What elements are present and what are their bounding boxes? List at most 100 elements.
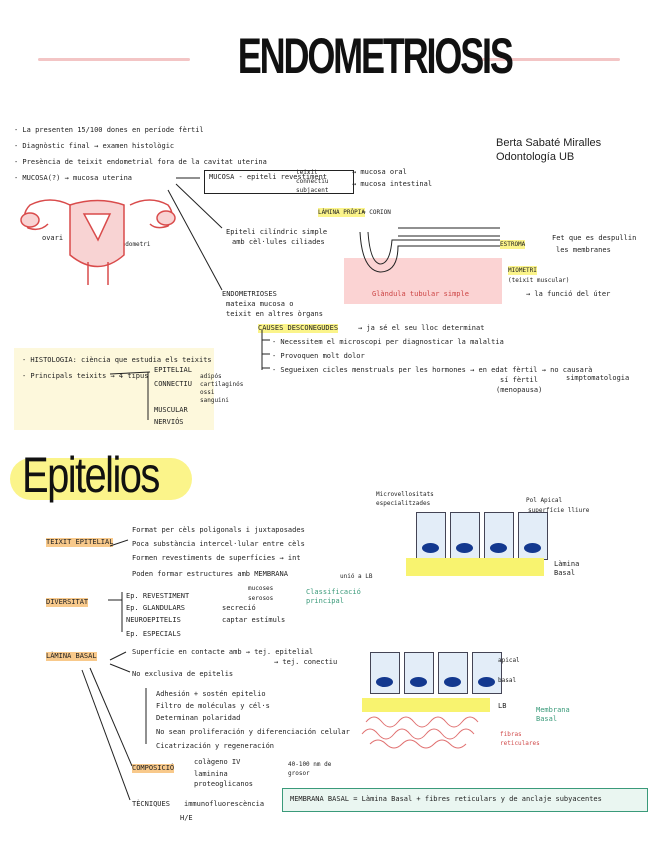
summary-sub-3: ossi [200, 389, 215, 396]
obs-1: - Necessitem el microscopi per diagnosti… [272, 338, 504, 346]
teixit-line-3: Formen revestiments de superfícies → int [132, 554, 301, 562]
basal-note-2: les membranes [556, 246, 611, 254]
teixit-line-1: Format per cèls poligonals i juxtaposade… [132, 526, 305, 534]
summary-branch-nervios: NERVIÓS [154, 418, 184, 426]
epithelial-cell [450, 512, 480, 560]
diagram2-lb: LB [498, 702, 507, 710]
lamina-line-4: Adhesión + sostén epitelio [156, 690, 266, 698]
tubular-gland-label: Glàndula tubular simple [372, 290, 469, 298]
membrana-basal-box [282, 788, 648, 812]
nucleus [444, 677, 461, 687]
lamina-propria: LÀMINA PRÒPIA [318, 208, 365, 217]
tag-teixit-epitelial: TEIXIT EPITELIAL [46, 538, 114, 547]
diversitat-right-4: captar estímuls [222, 616, 286, 624]
basal-lamina-label: Làmina Basal [554, 560, 580, 577]
intro-note-3: - Presència de teixit endometrial fora d… [14, 158, 267, 166]
nucleus [376, 677, 393, 687]
tecnicas-sub: H/E [180, 814, 193, 822]
summary-branch-epitelial: EPITELIAL [154, 366, 192, 374]
epithelium-line-2: amb cèl·lules ciliades [232, 238, 325, 246]
epithelial-cell [472, 652, 502, 694]
author-name: Berta Sabaté Miralles [496, 137, 602, 149]
composicio-right: 40-100 nm de grosor [288, 761, 332, 777]
obs-5: (menopausa) [496, 386, 543, 394]
diagram2-apical: apical [498, 657, 520, 664]
mucosa-box: MUCOSA - epiteli revestiment [204, 170, 354, 194]
basal-note-1: Fet que es despullin [552, 234, 637, 242]
corion: = CORION [362, 209, 391, 216]
lb-union-label: unió a LB [340, 573, 373, 580]
epithelial-cell [438, 652, 468, 694]
diversitat-line-1: Ep. REVESTIMENT [126, 592, 190, 600]
teixit-line-4: Poden formar estructures amb MEMBRANA [132, 570, 288, 578]
epithelial-cell [404, 652, 434, 694]
epithelial-cell [370, 652, 400, 694]
nucleus [422, 543, 439, 553]
endometrium-label: endometri [118, 241, 151, 248]
mucosa-intestinal: → mucosa intestinal [352, 180, 433, 188]
miometri-note: (teixit muscular) [508, 277, 570, 284]
diversitat-line-4: Ep. ESPECIALS [126, 630, 181, 638]
paret-note: → la funció del úter [526, 290, 611, 298]
composicio-line-1: colàgeno IV [194, 758, 241, 766]
title-rule-right [480, 58, 620, 61]
cell-label-apical: Pol Apical [526, 497, 563, 504]
basal-lamina-band-1 [406, 558, 544, 576]
teixit-line-2: Poca substància intercel·lular entre cèl… [132, 540, 305, 548]
cell-label-microvilli: Microvellositats especialitzades [376, 491, 434, 507]
epithelial-cells-row-1 [416, 512, 548, 560]
epithelial-cell [416, 512, 446, 560]
tag-diversitat: DIVERSITAT [46, 598, 89, 607]
obs-3: - Segueixen cicles menstruals per les ho… [272, 366, 593, 374]
epithelial-cell [518, 512, 548, 560]
tag-composicio: COMPOSICIÓ [132, 764, 175, 773]
author-program: Odontología UB [496, 151, 575, 163]
intro-note-4: - MUCOSA(?) → mucosa uterina [14, 174, 133, 182]
summary-branch-muscular: MUSCULAR [154, 406, 188, 414]
membrana-basal-text: MEMBRANA BASAL = Làmina Basal + fibres r… [290, 795, 602, 803]
lamina-line-2: → tej. conectiu [274, 658, 338, 666]
summary-sub-2: cartilaginós [200, 381, 244, 388]
summary-line-2: - Principals teixits → 4 tipus [22, 372, 149, 380]
diversitat-green-note: Classificació principal [306, 588, 361, 605]
diversitat-line-2: Ep. GLANDULARS [126, 604, 186, 612]
intro-note-2: - Diagnòstic final → examen histològic [14, 142, 175, 150]
author-block: Berta Sabaté Miralles Odontología UB [496, 136, 601, 164]
epithelial-cells-row-2 [370, 652, 502, 694]
miometri-label: MIOMETRI [508, 266, 537, 275]
diversitat-right-1: mucoses [248, 585, 274, 592]
nucleus [524, 543, 541, 553]
lamina-line-5: Filtro de moléculas y cél·s [156, 702, 270, 710]
nucleus [410, 677, 427, 687]
gland-pink-area [344, 258, 502, 304]
section-title-epitelios: Epitelios [22, 447, 160, 503]
connector-arrows [81, 177, 270, 801]
epithelial-cell [484, 512, 514, 560]
epithelium-line-1: Epiteli cilíndric simple [226, 228, 328, 236]
obs-4: sí fèrtil [500, 376, 538, 384]
diagram2-green-label: Membrana Basal [536, 706, 570, 723]
mucosa-label: MUCOSA - epiteli revestiment [209, 173, 328, 181]
summary-branch-connectiu: CONNECTIU [154, 380, 192, 388]
histology-summary-box [14, 348, 214, 430]
nucleus [478, 677, 495, 687]
tag-tecnicas: TÈCNIQUES [132, 800, 170, 808]
title-rule-left [38, 58, 190, 61]
tissue-label: teixit connectiu subjacent [296, 169, 329, 194]
summary-sub-4: sanguini [200, 397, 229, 404]
obs-6: simptomatologia [566, 374, 630, 382]
endometrioses-line-1: ENDOMETRIOSES [222, 290, 277, 298]
diversitat-right-2: serosos [248, 595, 274, 602]
summary-sub-1: adipós [200, 373, 222, 380]
epitelios-highlight [10, 458, 192, 500]
diversitat-line-3: NEUROEPITELIS [126, 616, 181, 624]
lamina-line-6: Determinan polaridad [156, 714, 241, 722]
composicio-line-2: laminina [194, 770, 228, 778]
summary-line-1: - HISTOLOGIA: ciència que estudia els te… [22, 356, 212, 364]
lamina-line-8: Cicatrización y regeneración [156, 742, 275, 750]
endometrioses-line-3: teixit en altres òrgans [226, 310, 323, 318]
uterus-drawing [20, 199, 176, 285]
stroma-label: ESTROMA [500, 240, 526, 249]
causes-label: CAUSES DESCONEGUDES [258, 324, 339, 333]
